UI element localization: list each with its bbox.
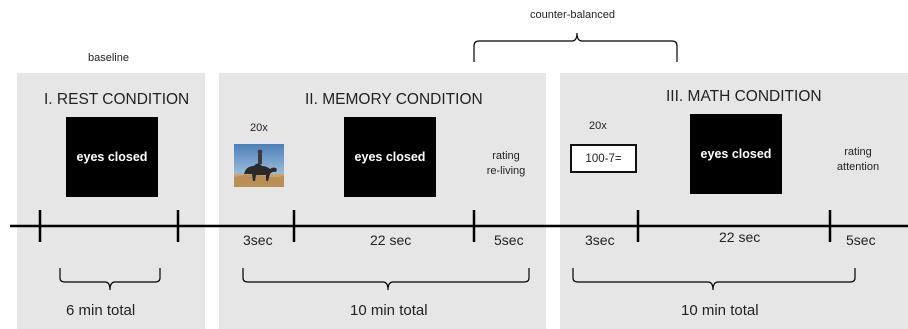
math-total-label: 10 min total (681, 302, 759, 319)
eyes-closed-label: eyes closed (700, 147, 772, 161)
eyes-closed-label: eyes closed (354, 150, 426, 164)
math-condition-title: III. MATH CONDITION (666, 88, 822, 105)
rating-line: attention (836, 161, 880, 173)
math-cue-duration: 3sec (585, 232, 615, 248)
rating-line: rating (844, 146, 872, 158)
memory-repeat-label: 20x (250, 122, 268, 134)
memory-rating-label: rating re-living (474, 150, 538, 177)
rest-total-brace (59, 268, 161, 291)
math-rating-label: rating attention (826, 146, 890, 173)
math-rating-duration: 5sec (846, 232, 876, 248)
rating-line: rating (492, 150, 520, 162)
camel-rider-image (234, 144, 284, 187)
memory-eyes-closed-box: eyes closed (344, 117, 436, 197)
memory-total-label: 10 min total (350, 302, 428, 319)
memory-cue-duration: 3sec (243, 232, 273, 248)
rest-total-label: 6 min total (66, 302, 136, 319)
rating-line: re-living (486, 165, 526, 177)
memory-condition-panel (219, 73, 546, 329)
memory-total-brace (242, 268, 530, 291)
baseline-label: baseline (88, 52, 129, 64)
rest-condition-panel (17, 73, 205, 329)
memory-main-duration: 22 sec (370, 232, 412, 248)
eyes-closed-label: eyes closed (76, 150, 148, 164)
counter-balanced-label: counter-balanced (530, 9, 616, 21)
math-eyes-closed-box: eyes closed (690, 114, 782, 194)
math-main-duration: 22 sec (719, 229, 761, 245)
math-total-brace (572, 268, 856, 291)
math-equation-box: 100-7= (570, 144, 637, 173)
counter-balanced-brace (473, 32, 678, 62)
equation-text: 100-7= (585, 152, 622, 165)
rest-condition-title: I. REST CONDITION (44, 91, 190, 108)
memory-condition-title: II. MEMORY CONDITION (305, 91, 483, 108)
math-repeat-label: 20x (589, 120, 607, 132)
memory-rating-duration: 5sec (494, 232, 524, 248)
rest-eyes-closed-box: eyes closed (66, 117, 158, 197)
